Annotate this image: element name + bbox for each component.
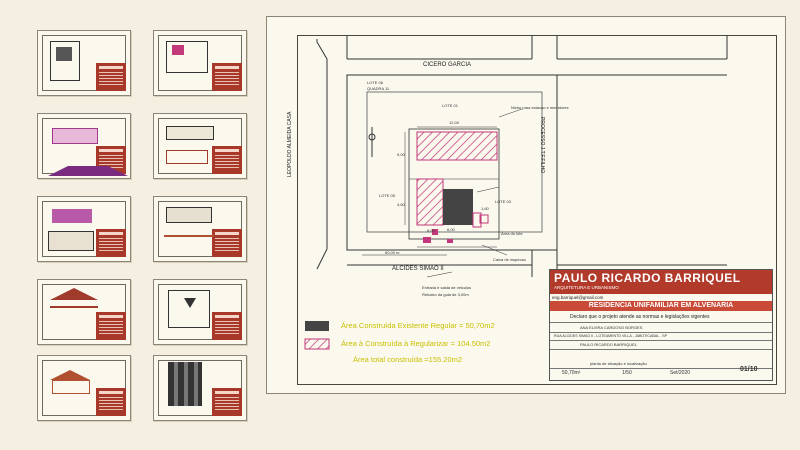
sheet-thumbnail-9[interactable]	[153, 279, 247, 345]
author-subtitle: ARQUITETURA E URBANISMO	[554, 285, 619, 290]
dimension-label: 6,00	[447, 227, 455, 232]
sheet-content: planta de situação e localização	[590, 361, 647, 366]
lot-label: LOTE 06	[367, 80, 384, 85]
dimension-label: 9,00	[397, 152, 405, 157]
scale-value: 1/50	[622, 370, 632, 376]
author-email: eng.barriquel@gmail.com	[552, 295, 604, 300]
sheet-thumbnail-3[interactable]	[37, 196, 131, 262]
street-label-bottom: ALCIDES SIMAO II	[392, 266, 444, 272]
responsible-author: PAULO RICARDO BARRIQUEL	[580, 342, 638, 347]
plan-note: Area do lote	[501, 231, 523, 236]
sheet-thumbnail-8[interactable]	[153, 196, 247, 262]
site-plan-drawing	[304, 35, 728, 350]
area-value: 50,70m²	[562, 370, 581, 376]
sheet-thumbnail-4[interactable]	[37, 279, 131, 345]
sheet-frame	[297, 35, 777, 385]
owner-name: ANA ELVIRA CARDOSO BORGES	[580, 325, 643, 330]
sheet-thumbnail-6[interactable]	[153, 30, 247, 96]
dimension-label: 4,60	[397, 202, 405, 207]
dimension-label: 12,00	[449, 120, 460, 125]
dimension-label: 60,00 m	[385, 250, 400, 255]
sheet-thumbnail-5[interactable]	[37, 355, 131, 421]
title-banner: PAULO RICARDO BARRIQUEL ARQUITETURA E UR…	[550, 270, 772, 294]
lot-label: LOTE 05	[379, 193, 396, 198]
dimension-label: 1,60	[481, 206, 489, 211]
legend-total-area: Área total construída =155.20m2	[353, 355, 463, 364]
sheet-thumbnail-2[interactable]	[37, 113, 131, 179]
date-value: Set/2020	[670, 370, 691, 376]
plan-note: Rebaixo da guia de 3,00m	[422, 292, 469, 297]
project-address: RUA ALCIDES SIMAO II - LOTEAMENTO VILLA …	[554, 334, 668, 338]
legend-existing-area: Área Construída Existente Regular = 50,7…	[341, 321, 495, 330]
plan-note: Entrada e saida de veiculos	[422, 285, 472, 290]
legend-to-regularize-area: Área à Construída à Regularizar = 104.50…	[341, 339, 491, 348]
plan-note: Caixa de inspecao	[493, 257, 526, 262]
author-name: PAULO RICARDO BARRIQUEL	[554, 271, 741, 285]
sheet-number: 01/10	[740, 366, 758, 373]
plan-note: Nicho para estacao e medidores	[511, 105, 569, 110]
title-block: PAULO RICARDO BARRIQUEL ARQUITETURA E UR…	[549, 269, 773, 381]
lot-label: LOTE 03	[495, 199, 512, 204]
declaration-text: Declaro que o projeto atende as normas e…	[570, 314, 710, 320]
sheet-thumbnail-1[interactable]	[37, 30, 131, 96]
sheet-thumbnail-7[interactable]	[153, 113, 247, 179]
street-label-top: CICERO GARCIA	[423, 62, 472, 68]
street-label-right: PROCESSO J.T.F.FILHO	[539, 117, 545, 174]
quadra-label: QUADRA 11	[367, 86, 390, 91]
project-title: RESIDENCIA UNIFAMILIAR EM ALVENARIA	[550, 301, 772, 311]
site-plan-sheet: CICERO GARCIA ALCIDES SIMAO II LEOPOLDO …	[266, 16, 786, 394]
sheet-thumbnail-10[interactable]	[153, 355, 247, 421]
lot-label: LOTE 01	[442, 103, 459, 108]
dimension-label: 8,60	[427, 228, 435, 233]
street-label-left: LEOPOLDO ALMEIDA CASA	[287, 111, 293, 177]
